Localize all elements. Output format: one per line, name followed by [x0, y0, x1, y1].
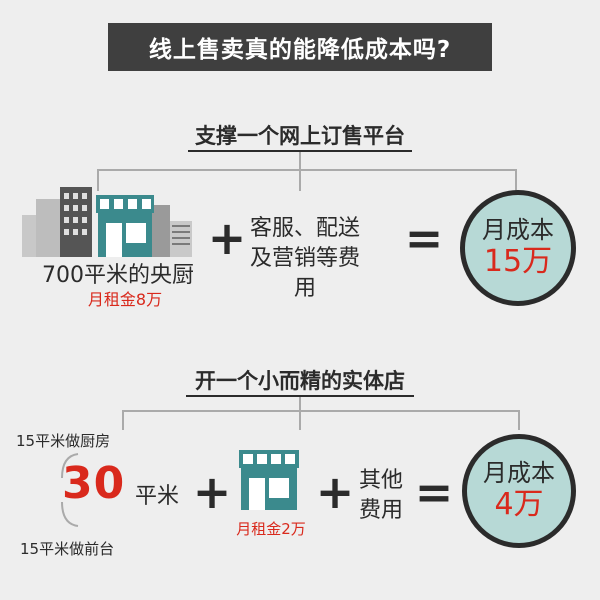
section1-bracket-stem	[299, 152, 301, 170]
central-kitchen-label: 700平米的央厨	[42, 263, 194, 288]
section2-bracket-stem	[299, 397, 301, 411]
section1-heading: 支撑一个网上订售平台	[195, 124, 405, 148]
section2-heading: 开一个小而精的实体店	[195, 369, 405, 393]
equals-sign-2: =	[414, 465, 454, 519]
section1-heading-underline	[188, 150, 412, 152]
monthly-cost-circle-online: 月成本 15万	[460, 190, 576, 306]
monthly-cost-value: 15万	[483, 244, 553, 280]
area-number: 30	[62, 458, 126, 509]
central-kitchen-icon	[22, 187, 192, 257]
section2-heading-underline	[186, 395, 414, 397]
plus-sign-2: +	[315, 465, 355, 519]
small-store-icon	[239, 450, 299, 510]
other-cost-line2: 费用	[358, 498, 403, 523]
section1-bracket-right	[515, 169, 517, 191]
front-part-label: 15平米做前台	[20, 540, 115, 558]
split-connector-icon	[61, 453, 79, 527]
other-cost-line1: 其他	[358, 468, 403, 493]
kitchen-part-label: 15平米做厨房	[16, 432, 111, 450]
section2-bracket-left	[122, 410, 124, 430]
store-monthly-cost-value: 4万	[494, 487, 544, 523]
section1-bracket-bar	[97, 169, 517, 171]
other-cost-text: 其他 费用	[354, 466, 408, 526]
equals-sign: =	[404, 211, 444, 265]
section1-bracket-left	[97, 169, 99, 191]
service-cost-line1: 客服、配送	[249, 216, 360, 241]
section2-bracket-mid	[299, 410, 301, 430]
section2-bracket-right	[518, 410, 520, 430]
page-title: 线上售卖真的能降低成本吗?	[108, 23, 492, 71]
area-unit: 平米	[135, 484, 180, 509]
service-cost-line2: 及营销等费用	[249, 246, 360, 301]
section2-bracket-bar	[122, 410, 520, 412]
central-kitchen-rent: 月租金8万	[87, 290, 163, 309]
service-cost-text: 客服、配送 及营销等费用	[240, 214, 370, 304]
section1-bracket-mid	[299, 169, 301, 191]
plus-sign: +	[207, 211, 247, 265]
monthly-cost-circle-store: 月成本 4万	[462, 434, 576, 548]
monthly-cost-label: 月成本	[482, 215, 554, 244]
store-monthly-cost-label: 月成本	[483, 458, 555, 487]
plus-sign-1: +	[192, 465, 232, 519]
store-rent: 月租金2万	[236, 520, 306, 538]
